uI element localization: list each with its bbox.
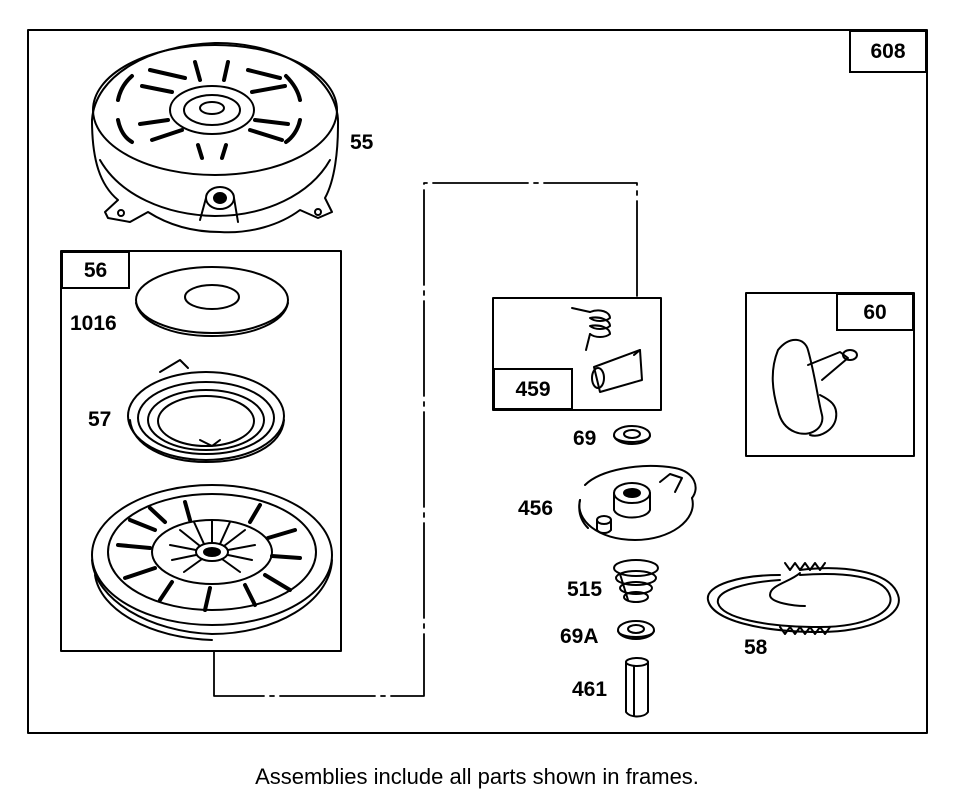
outer-frame (27, 29, 928, 734)
part-515-label: 515 (567, 578, 603, 601)
ratchet-456-drawing (578, 465, 697, 541)
part-69-label: 69 (573, 427, 597, 450)
frame-608-tag: 608 (849, 30, 927, 73)
frame-459-tag: 459 (493, 368, 573, 410)
frame-459-number: 459 (515, 377, 551, 401)
part-55-label: 55 (350, 131, 374, 154)
spring-57-drawing (127, 359, 285, 463)
frame-56 (60, 250, 342, 652)
part-58-label: 58 (744, 636, 768, 659)
frame-459 (492, 297, 662, 411)
frame-60-tag: 60 (836, 293, 914, 331)
part-461-label: 461 (572, 678, 608, 701)
part-69a-label: 69A (560, 625, 599, 648)
connector-line (213, 182, 638, 697)
frame-60 (745, 292, 915, 457)
part-57-label: 57 (88, 408, 112, 431)
washer-69-drawing (613, 425, 651, 445)
frame-56-number: 56 (83, 258, 108, 282)
caption: Assemblies include all parts shown in fr… (255, 764, 699, 789)
frame-60-number: 60 (863, 300, 887, 324)
pin-461-drawing (625, 657, 649, 718)
washer-69a-drawing (617, 620, 655, 640)
pawl-assembly-drawing (571, 307, 643, 393)
part-1016-label: 1016 (70, 312, 117, 335)
handle-60-drawing (771, 338, 858, 437)
frame-608-number: 608 (870, 40, 906, 63)
pulley-drawing (91, 484, 333, 641)
spring-515-drawing (613, 559, 659, 603)
part-456-label: 456 (518, 497, 554, 520)
frame-56-tag: 56 (61, 251, 130, 289)
washer-1016-drawing (135, 266, 289, 337)
rope-58-drawing (706, 562, 900, 635)
starter-housing-drawing (91, 41, 340, 234)
